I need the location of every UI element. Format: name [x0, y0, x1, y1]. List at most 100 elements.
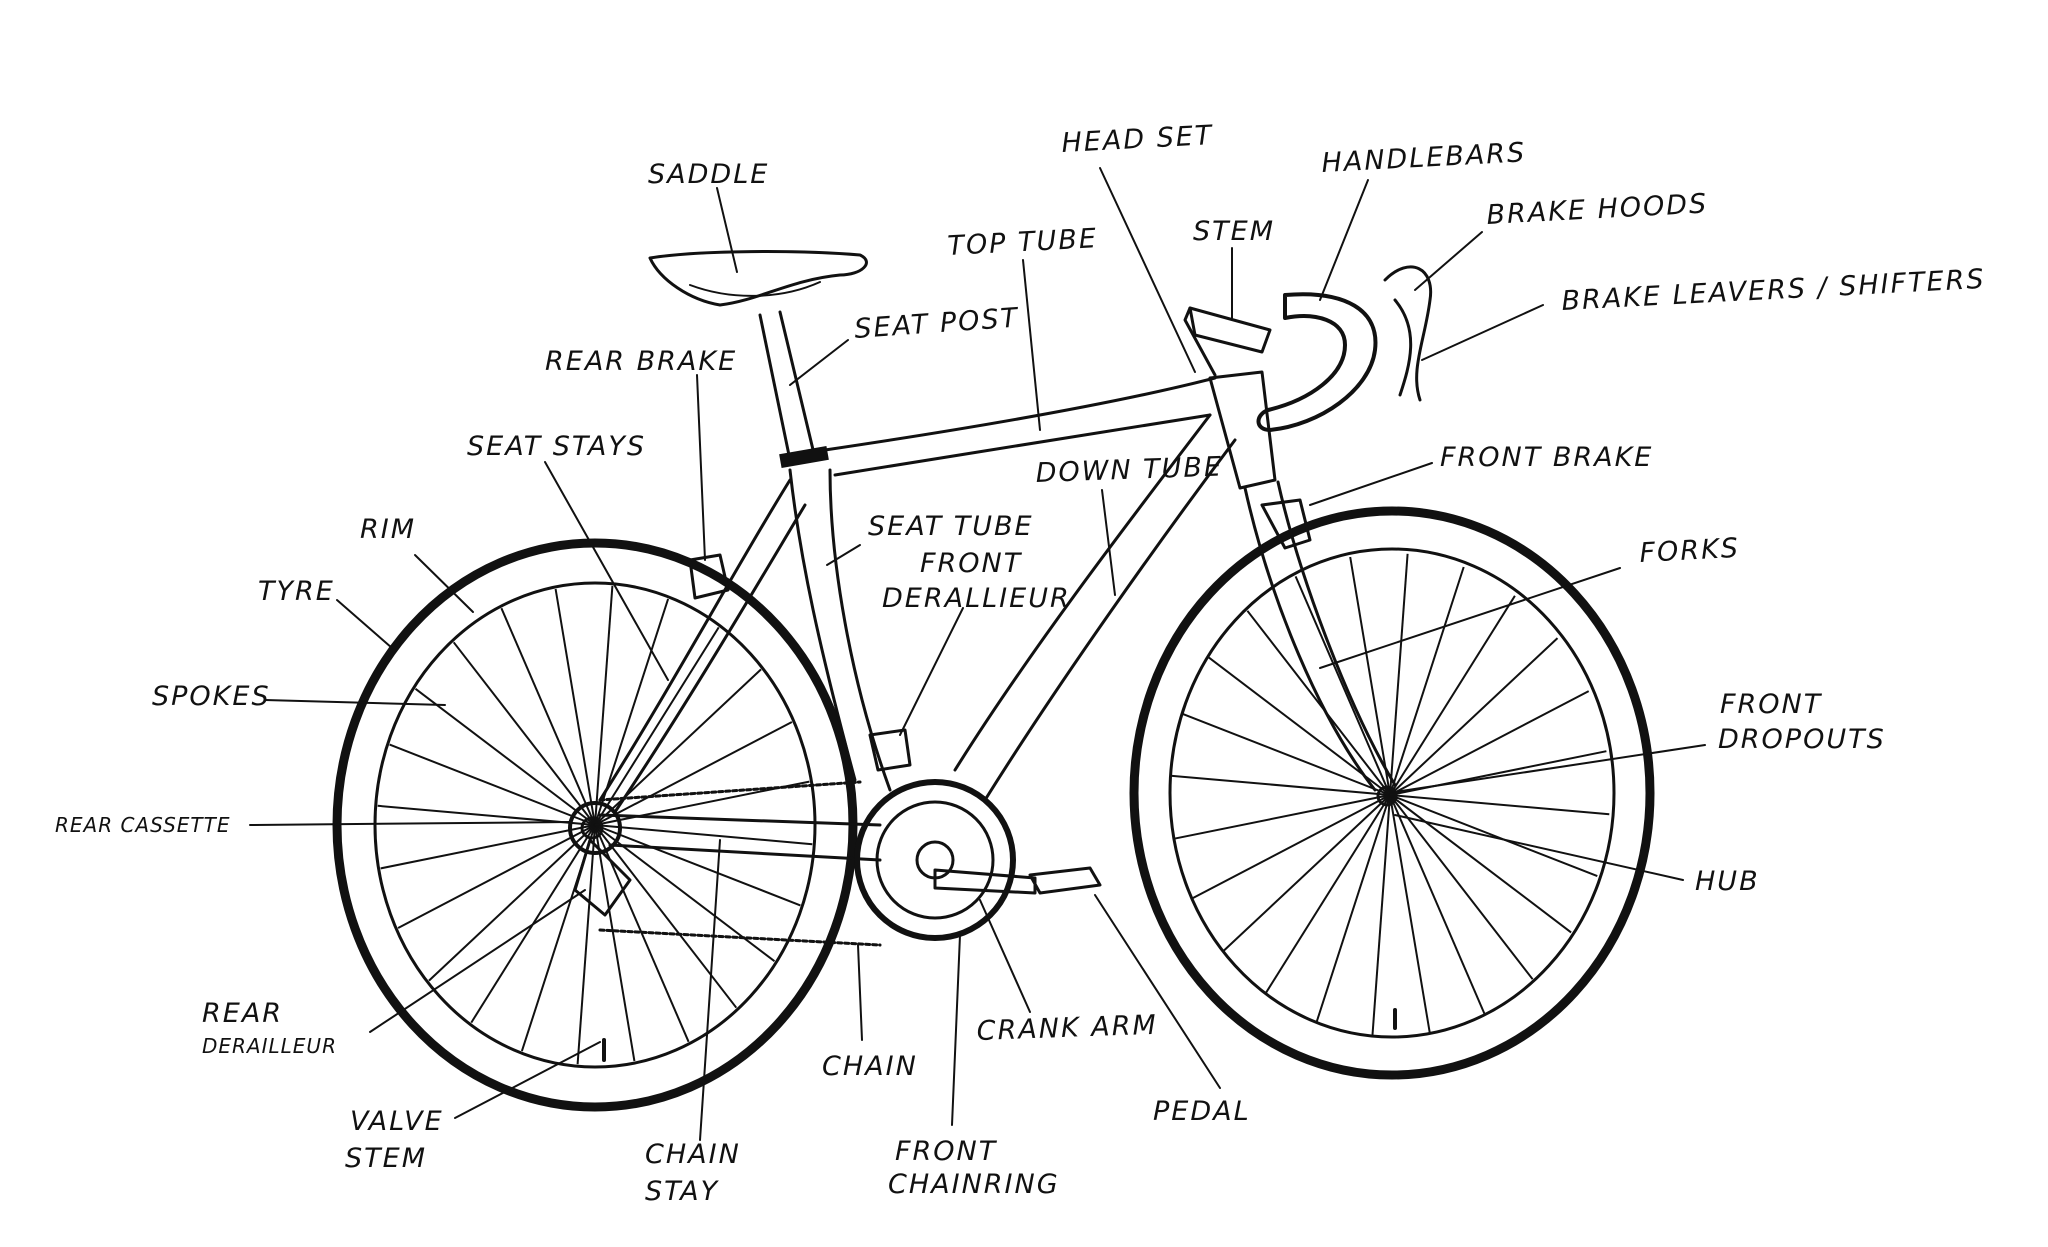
rear-derailleur-shape	[573, 838, 632, 917]
rear-spoke	[380, 824, 596, 870]
label-forks: FORKS	[1639, 533, 1741, 569]
label-front-dropouts-1: FRONT	[1720, 689, 1823, 720]
label-rear-derailleur-1: REAR	[202, 998, 283, 1029]
label-front-chainring-2: CHAINRING	[888, 1169, 1060, 1200]
label-pedal: PEDAL	[1153, 1096, 1251, 1127]
label-spokes: SPOKES	[152, 681, 271, 712]
label-rear-brake: REAR BRAKE	[545, 346, 737, 377]
rear-spokes	[377, 585, 813, 1065]
front-hub	[1376, 785, 1398, 807]
front-spoke	[1389, 566, 1465, 796]
label-top-tube: TOP TUBE	[947, 223, 1099, 262]
chainring-inner	[875, 800, 995, 920]
label-valve-stem-1: VALVE	[350, 1106, 444, 1137]
label-head-set: HEAD SET	[1061, 120, 1215, 159]
front-spoke	[1190, 794, 1391, 900]
leader-top-tube	[1022, 259, 1041, 431]
headset-top	[1183, 306, 1217, 377]
head-tube-shape	[1208, 370, 1277, 490]
front-spoke	[1389, 690, 1590, 796]
brake-hood-shape	[1383, 265, 1433, 402]
front-spoke	[1315, 794, 1391, 1024]
pedal-shape	[1028, 866, 1102, 895]
leader-forks	[1319, 567, 1621, 669]
label-rim: RIM	[360, 514, 416, 545]
leader-crank-arm	[979, 899, 1031, 1013]
handlebar-shape	[1256, 292, 1378, 432]
leader-hub	[1394, 814, 1684, 881]
rear-spoke	[414, 688, 596, 826]
top-tube-shape	[823, 376, 1217, 477]
leader-head-set	[1099, 167, 1196, 373]
stem-shape	[1188, 306, 1272, 354]
fork-shape	[1243, 480, 1397, 792]
label-brake-hoods: BRAKE HOODS	[1486, 188, 1709, 231]
labels: SADDLE HEAD SET HANDLEBARS BRAKE HOODS S…	[55, 120, 1986, 1207]
rear-rim	[373, 581, 817, 1069]
front-spoke	[1389, 595, 1516, 796]
leader-front-brake	[1309, 462, 1433, 506]
rear-spoke	[594, 824, 738, 1009]
leader-lines	[249, 167, 1706, 1141]
leader-front-chainring	[951, 934, 961, 1126]
front-spoke	[1173, 794, 1391, 840]
label-saddle: SADDLE	[648, 159, 769, 190]
rear-spoke	[397, 824, 596, 929]
front-spoke	[1389, 794, 1431, 1034]
label-handlebars: HANDLEBARS	[1321, 137, 1527, 179]
label-seat-stays: SEAT STAYS	[467, 431, 646, 462]
down-tube-shape	[953, 413, 1237, 802]
label-chain-stay-1: CHAIN	[645, 1139, 741, 1170]
leader-rear-derailleur	[369, 889, 586, 1033]
front-end	[1183, 265, 1433, 792]
label-front-brake: FRONT BRAKE	[1440, 442, 1653, 473]
front-spoke	[1389, 553, 1409, 796]
leader-tyre	[336, 599, 393, 649]
label-hub: HUB	[1695, 866, 1760, 897]
front-spoke	[1182, 712, 1391, 796]
rear-spoke	[594, 585, 614, 826]
seat-post-shape	[758, 310, 817, 462]
leader-rear-brake	[696, 374, 706, 561]
leader-front-dropouts	[1394, 744, 1706, 793]
leader-chain	[857, 944, 863, 1041]
leader-front-derailleur	[899, 607, 964, 736]
front-spoke	[1389, 637, 1559, 796]
label-crank-arm: CRANK ARM	[976, 1010, 1158, 1047]
leader-rear-cassette	[249, 821, 571, 826]
leader-rim	[414, 554, 474, 613]
chain-shape	[598, 780, 882, 947]
front-spoke	[1208, 656, 1391, 796]
frame	[598, 250, 1277, 862]
label-seat-tube: SEAT TUBE	[868, 511, 1034, 542]
label-chain: CHAIN	[822, 1051, 918, 1082]
rear-spoke	[576, 824, 596, 1065]
front-spoke	[1371, 794, 1391, 1037]
front-spoke	[1349, 556, 1391, 796]
label-valve-stem-2: STEM	[345, 1143, 427, 1174]
rear-spoke	[594, 824, 801, 907]
rear-cassette-shape	[568, 801, 622, 855]
saddle-rail	[689, 281, 821, 297]
label-tyre: TYRE	[258, 576, 335, 607]
seat-stays-shape	[598, 478, 807, 814]
front-spoke	[1389, 794, 1486, 1014]
rear-brake-shape	[688, 553, 730, 600]
leader-brake-levers	[1421, 304, 1544, 361]
crank-arm-shape	[933, 868, 1037, 895]
label-rear-cassette: REAR CASSETTE	[55, 813, 231, 837]
leader-saddle	[716, 187, 738, 273]
leader-seat-post	[789, 339, 849, 386]
drivetrain	[568, 553, 1102, 947]
front-spoke	[1389, 794, 1572, 934]
label-stem: STEM	[1193, 216, 1275, 247]
leader-seat-tube	[826, 544, 861, 566]
front-spokes	[1170, 553, 1610, 1037]
saddle-shape	[648, 250, 868, 307]
label-brake-leavers-shifters: BRAKE LEAVERS / SHIFTERS	[1561, 264, 1986, 317]
front-spoke	[1264, 794, 1391, 995]
label-front-derailleur-2: DERALLIEUR	[882, 583, 1071, 614]
front-spoke	[1294, 576, 1391, 796]
rear-spoke	[500, 607, 596, 826]
rear-spoke	[554, 588, 596, 826]
